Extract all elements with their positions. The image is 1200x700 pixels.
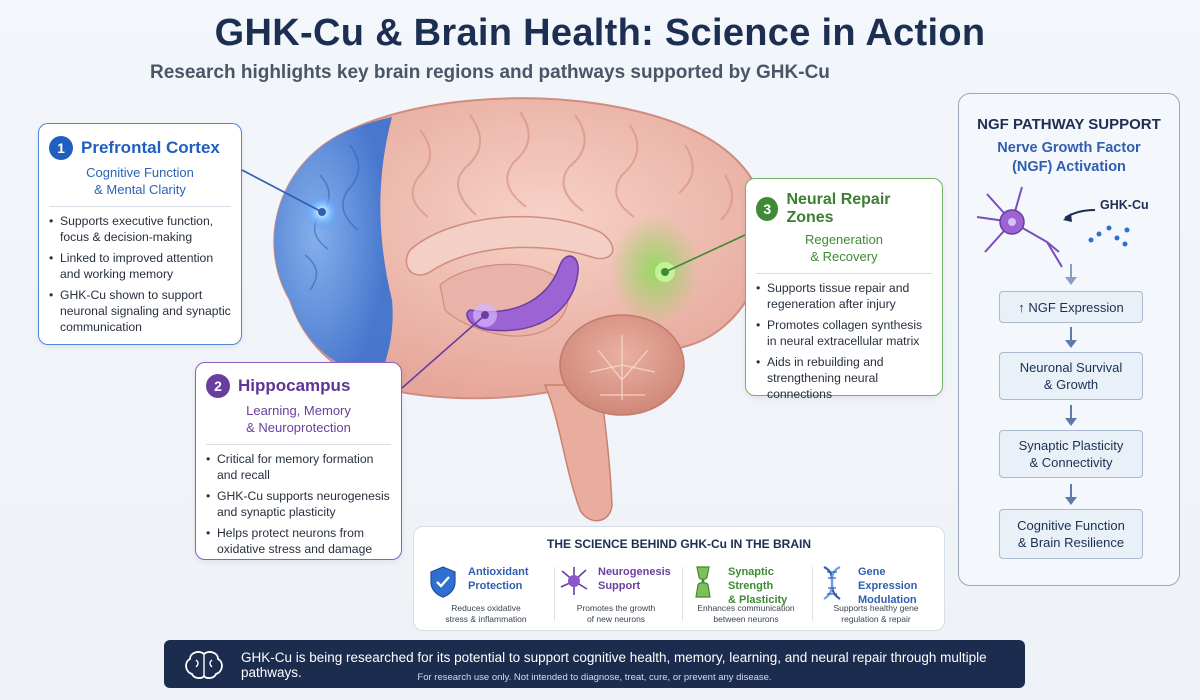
ngf-title: NGF PATHWAY SUPPORT [977,116,1161,133]
bullet-item: Helps protect neurons from oxidative str… [206,525,391,557]
leader-line-prefrontal [241,169,323,213]
science-item-synaptic: Synaptic Strength& Plasticity Enhances c… [682,563,810,625]
region-bullets: Critical for memory formation and recall… [206,451,391,557]
ngf-step: Cognitive Function& Brain Resilience [999,509,1143,559]
brain-icon [185,651,223,679]
dna-icon [823,566,841,600]
region-subtitle: Regeneration & Recovery [804,232,884,264]
synapse-icon [695,566,711,598]
corpus-callosum [405,215,614,276]
bullet-item: GHK-Cu shown to support neuronal signali… [49,287,231,335]
prefrontal-region [274,117,393,380]
region-card-hippocampus: 2 Hippocampus Learning, Memory & Neuropr… [195,362,402,560]
region-title: Neural Repair Zones [786,191,891,226]
region-title: Hippocampus [238,376,351,395]
region-bullets: Supports executive function, focus & dec… [49,213,231,335]
shield-icon [430,566,456,598]
region-title: Prefrontal Cortex [81,138,220,157]
ngf-ghk-label: GHK-Cu [1100,198,1149,212]
ngf-subtitle: Nerve Growth Factor(NGF) Activation [997,140,1141,175]
bullet-item: Linked to improved attention and working… [49,250,231,282]
page-title: GHK-Cu & Brain Health: Science in Action [214,12,986,54]
region-subtitle: Learning, Memory & Neuroprotection [246,403,351,435]
bullet-item: Aids in rebuilding and strengthening neu… [756,354,932,402]
page-subtitle: Research highlights key brain regions an… [150,62,830,83]
bullet-item: GHK-Cu supports neurogenesis and synapti… [206,488,391,520]
region-bullets: Supports tissue repair and regeneration … [756,280,932,402]
ngf-step: Synaptic Plasticity& Connectivity [999,430,1143,478]
science-panel: THE SCIENCE BEHIND GHK-Cu IN THE BRAIN A… [413,526,945,631]
science-label: Synaptic Strength& Plasticity [728,566,788,606]
footer-disclaimer: For research use only. Not intended to d… [417,672,772,683]
leader-line-hippocampus [401,314,486,389]
region-number: 2 [206,374,230,398]
brainstem [543,384,613,522]
bullet-item: Supports tissue repair and regeneration … [756,280,932,312]
ngf-step: ↑ NGF Expression [999,291,1143,323]
ngf-panel: NGF PATHWAY SUPPORT Nerve Growth Factor(… [958,93,1180,586]
region-number: 1 [49,136,73,160]
region-subtitle: Cognitive Function & Mental Clarity [86,165,194,197]
footer-banner: GHK-Cu is being researched for its poten… [164,640,1025,688]
neuron-icon [560,567,588,595]
region-card-repair: 3 Neural Repair Zones Regeneration & Rec… [745,178,943,401]
region-card-prefrontal: 1 Prefrontal Cortex Cognitive Function &… [38,123,242,345]
science-title: THE SCIENCE BEHIND GHK-Cu IN THE BRAIN [546,537,811,551]
footer-text: GHK-Cu is being researched for its poten… [241,650,987,680]
region-number: 3 [756,197,779,221]
neuron-illustration [976,186,1130,268]
ngf-step: Neuronal Survival& Growth [999,352,1143,400]
leader-line-repair [664,234,746,273]
repair-zone-region [610,215,700,325]
bullet-item: Critical for memory formation and recall [206,451,391,483]
bullet-item: Supports executive function, focus & dec… [49,213,231,245]
bullet-item: Promotes collagen synthesis in neural ex… [756,317,932,349]
